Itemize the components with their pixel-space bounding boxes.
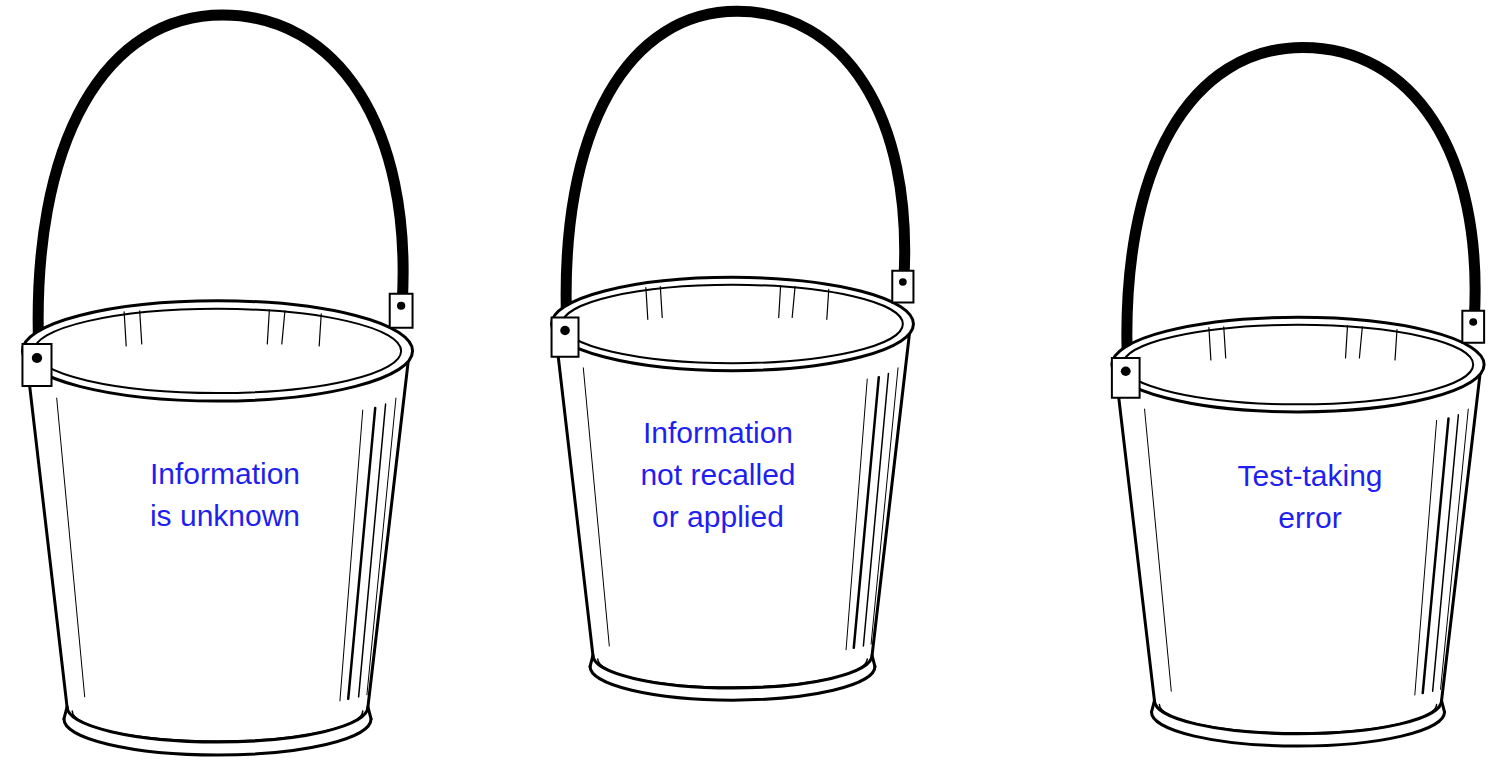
bucket-line (554, 324, 910, 688)
bucket-line (340, 410, 363, 701)
bucket-rim (552, 277, 914, 370)
bucket-ear (892, 271, 913, 303)
bucket-rivet (560, 326, 570, 335)
bucket-rivet (397, 302, 405, 310)
bucket-line (1209, 326, 1397, 360)
bucket-outline (1100, 38, 1496, 748)
bucket: Test-taking error (1100, 38, 1496, 748)
bucket-line (1145, 409, 1172, 691)
bucket-text-group: Information is unknown (140, 453, 310, 537)
bucket-line (1115, 365, 1481, 734)
bucket-line (1415, 420, 1437, 695)
bucket-rim (562, 285, 903, 363)
bucket-rim (22, 301, 412, 401)
bucket-line (1159, 704, 1436, 732)
bucket-rivet (899, 278, 907, 285)
bucket-line (1441, 409, 1469, 689)
bucket-rim (34, 309, 401, 393)
bucket-line (57, 398, 85, 697)
bucket-line (846, 379, 867, 650)
bucket-ear (22, 344, 51, 386)
bucket-rim (1112, 317, 1484, 412)
bucket-rivet (32, 353, 42, 363)
bucket-line (598, 659, 868, 687)
bucket-rim (1123, 325, 1473, 405)
bucket-line (646, 286, 829, 320)
bucket-line (26, 351, 410, 742)
bucket-label: Information not recalled or applied (628, 412, 808, 538)
bucket: Information not recalled or applied (540, 2, 925, 702)
bucket-line (1151, 712, 1444, 746)
bucket-line (64, 707, 371, 719)
bucket-line (871, 368, 898, 644)
bucket-line (64, 719, 371, 755)
bucket-line (367, 398, 396, 695)
bucket-line (583, 368, 609, 646)
bucket-outline (10, 5, 425, 757)
bucket-line (1151, 701, 1444, 712)
bucket-line (590, 667, 875, 701)
bucket-line (72, 711, 363, 741)
bucket-ear (1112, 358, 1140, 398)
bucket-line (590, 655, 875, 666)
bucket-text-group: Test-taking error (1220, 455, 1400, 539)
bucket: Information is unknown (10, 5, 425, 757)
bucket-rivet (1469, 318, 1477, 326)
bucket-rivet (1121, 366, 1131, 375)
bucket-ear (1462, 311, 1484, 343)
bucket-label: Test-taking error (1220, 455, 1400, 539)
bucket-text-group: Information not recalled or applied (628, 412, 808, 538)
bucket-ear (552, 317, 579, 356)
bucket-line (124, 310, 321, 346)
bucket-label: Information is unknown (140, 453, 310, 537)
bucket-outline (540, 2, 925, 702)
bucket-ear (390, 294, 413, 328)
